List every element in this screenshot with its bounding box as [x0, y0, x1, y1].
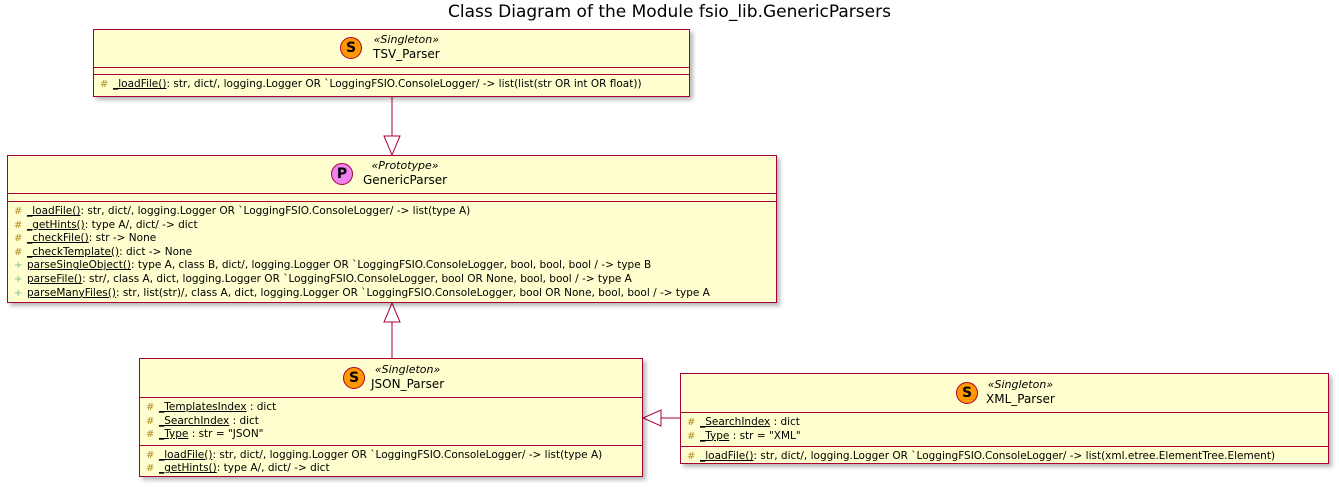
- method-row: #_loadFile(): str, dict/, logging.Logger…: [146, 448, 603, 461]
- protected-icon: #: [146, 429, 155, 441]
- class-stereotype: «Singleton»: [373, 33, 440, 46]
- xml-json-arrowhead: [641, 409, 662, 427]
- class-generic-parser[interactable]: P «Prototype» GenericParser #_loadFile()…: [7, 155, 777, 303]
- method-row: #_loadFile(): str, dict/, logging.Logger…: [100, 78, 642, 90]
- protected-icon: #: [687, 430, 696, 442]
- field-row: #_Type : str = "JSON": [146, 428, 264, 441]
- class-json-parser[interactable]: S «Singleton» JSON_Parser #_TemplatesInd…: [139, 358, 643, 477]
- class-xml-parser[interactable]: S «Singleton» XML_Parser #_SearchIndex :…: [680, 373, 1329, 464]
- singleton-badge-icon: S: [956, 382, 978, 404]
- class-stereotype: «Singleton»: [374, 363, 441, 376]
- class-name: GenericParser: [363, 173, 448, 187]
- field-row: #_SearchIndex : dict: [146, 414, 259, 427]
- field-row: #_Type : str = "XML": [687, 429, 801, 442]
- field-row: #_SearchIndex : dict: [687, 416, 800, 428]
- method-row: #_loadFile(): str, dict/, logging.Logger…: [687, 450, 1276, 463]
- class-name: JSON_Parser: [371, 377, 445, 391]
- protected-icon: #: [100, 79, 109, 90]
- class-tsv-parser[interactable]: S «Singleton» TSV_Parser #_loadFile(): s…: [93, 29, 690, 97]
- method-row: #_getHints(): type A/, dict/ -> dict: [146, 462, 330, 475]
- protected-icon: #: [14, 219, 23, 231]
- class-name: TSV_Parser: [373, 47, 440, 61]
- method-row: +parseSingleObject(): type A, class B, d…: [14, 259, 652, 272]
- method-row: +parseFile(): str/, class A, dict, loggi…: [14, 272, 632, 285]
- field-row: #_TemplatesIndex : dict: [146, 401, 277, 413]
- class-stereotype: «Prototype»: [371, 159, 439, 172]
- prototype-badge-icon: P: [331, 163, 353, 185]
- fields-section: #_SearchIndex : dict #_Type : str = "XML…: [681, 412, 1328, 446]
- protected-icon: #: [687, 417, 696, 428]
- method-row: #_checkFile(): str -> None: [14, 232, 157, 245]
- protected-icon: #: [146, 402, 155, 413]
- tsv-generic-arrowhead: [383, 135, 401, 157]
- singleton-badge-icon: S: [343, 367, 365, 389]
- methods-section: #_loadFile(): str, dict/, logging.Logger…: [681, 446, 1328, 467]
- method-row: #_loadFile(): str, dict/, logging.Logger…: [14, 205, 471, 217]
- methods-section: #_loadFile(): str, dict/, logging.Logger…: [94, 74, 689, 95]
- public-icon: +: [14, 287, 23, 299]
- protected-icon: #: [146, 463, 155, 475]
- protected-icon: #: [14, 206, 23, 217]
- class-name: XML_Parser: [986, 392, 1055, 406]
- public-icon: +: [14, 260, 23, 272]
- protected-icon: #: [687, 451, 696, 463]
- diagram-title: Class Diagram of the Module fsio_lib.Gen…: [448, 2, 891, 22]
- class-stereotype: «Singleton»: [987, 378, 1054, 391]
- protected-icon: #: [14, 246, 23, 258]
- protected-icon: #: [146, 449, 155, 461]
- methods-section: #_loadFile(): str, dict/, logging.Logger…: [140, 444, 642, 479]
- methods-section: #_loadFile(): str, dict/, logging.Logger…: [8, 201, 776, 303]
- method-row: #_checkTemplate(): dict -> None: [14, 245, 193, 258]
- protected-icon: #: [146, 415, 155, 427]
- public-icon: +: [14, 273, 23, 285]
- json-generic-arrowhead: [383, 301, 401, 323]
- singleton-badge-icon: S: [340, 37, 362, 59]
- method-row: +parseManyFiles(): str, list(str)/, clas…: [14, 286, 710, 299]
- protected-icon: #: [14, 233, 23, 245]
- fields-section: #_TemplatesIndex : dict #_SearchIndex : …: [140, 397, 642, 445]
- method-row: #_getHints(): type A/, dict/ -> dict: [14, 218, 198, 231]
